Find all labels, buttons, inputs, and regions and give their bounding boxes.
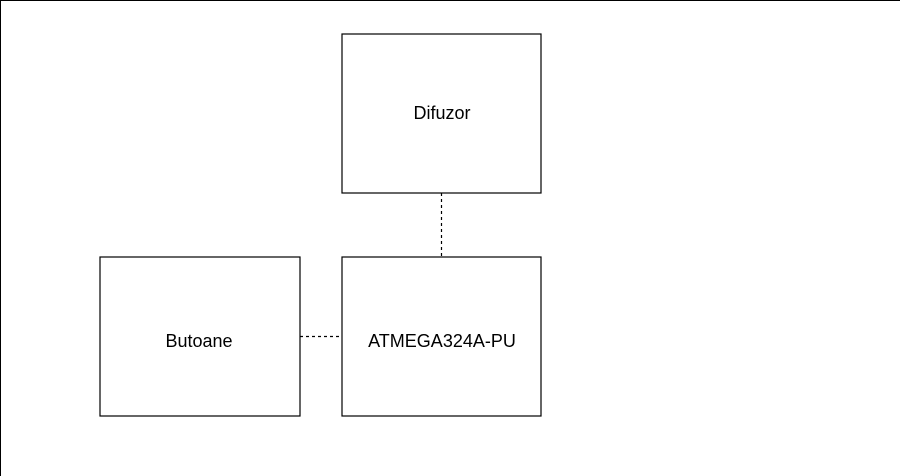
node-difuzor-label: Difuzor bbox=[413, 103, 470, 123]
node-atmega-label: ATMEGA324A-PU bbox=[368, 331, 516, 351]
node-butoane[interactable]: Butoane bbox=[99, 256, 301, 417]
node-atmega-box bbox=[341, 256, 542, 417]
node-difuzor[interactable]: Difuzor bbox=[341, 33, 542, 194]
node-butoane-label: Butoane bbox=[165, 331, 232, 351]
node-atmega[interactable]: ATMEGA324A-PU bbox=[341, 256, 542, 417]
node-butoane-box bbox=[99, 256, 301, 417]
node-difuzor-box bbox=[341, 33, 542, 194]
